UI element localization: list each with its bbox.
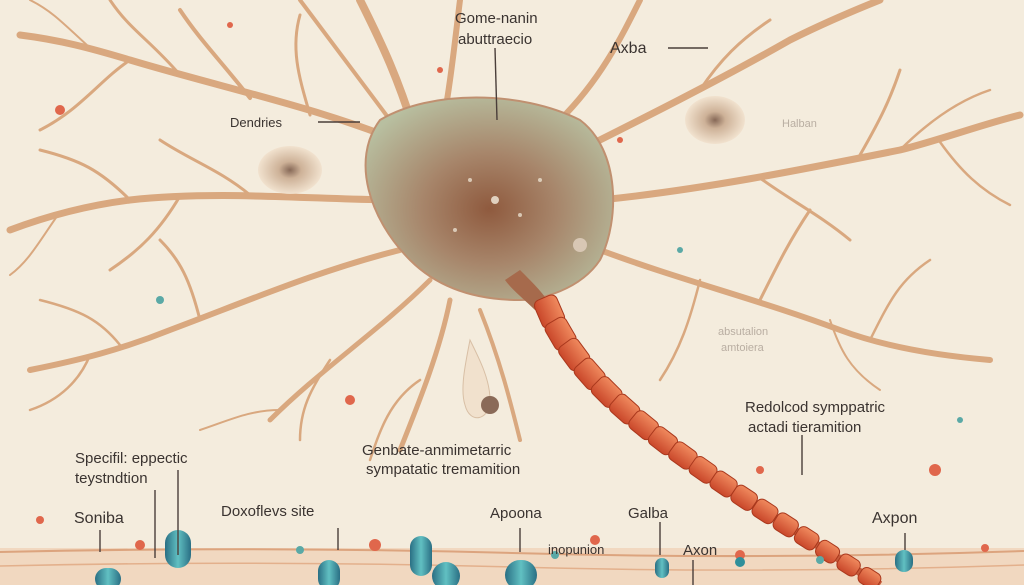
label-gaba-1: Genbate-anmimetarric xyxy=(362,442,512,459)
label-soniba: Soniba xyxy=(74,510,124,527)
label-faint-mid-right-1: absutalion xyxy=(718,326,768,338)
label-apoona: Apoona xyxy=(490,505,542,522)
label-specific-2: teystndtion xyxy=(75,470,148,487)
label-axon-small: Axon xyxy=(683,542,717,559)
label-reduced-2: actadi tieramition xyxy=(748,419,861,436)
label-soma-top-2: abuttraecio xyxy=(458,31,532,48)
label-specific-1: Specifil: eppectic xyxy=(75,450,188,467)
label-dendrites-site: Doxoflevs site xyxy=(221,503,314,520)
label-galba: Galba xyxy=(628,505,669,522)
label-axpon: Axpon xyxy=(872,510,917,527)
label-inopunon: inopunion xyxy=(548,542,604,557)
soma xyxy=(366,98,614,311)
label-axba: Axba xyxy=(610,40,647,57)
label-reduced-1: Redolcod symppatric xyxy=(745,399,886,416)
label-soma-top-1: Gome-nanin xyxy=(455,10,538,27)
label-faint-top-right: Halban xyxy=(782,118,817,130)
label-gaba-2: sympatatic tremamition xyxy=(366,461,520,478)
label-faint-mid-right-2: amtoiera xyxy=(721,342,765,354)
label-dendrites: Dendries xyxy=(230,115,283,130)
